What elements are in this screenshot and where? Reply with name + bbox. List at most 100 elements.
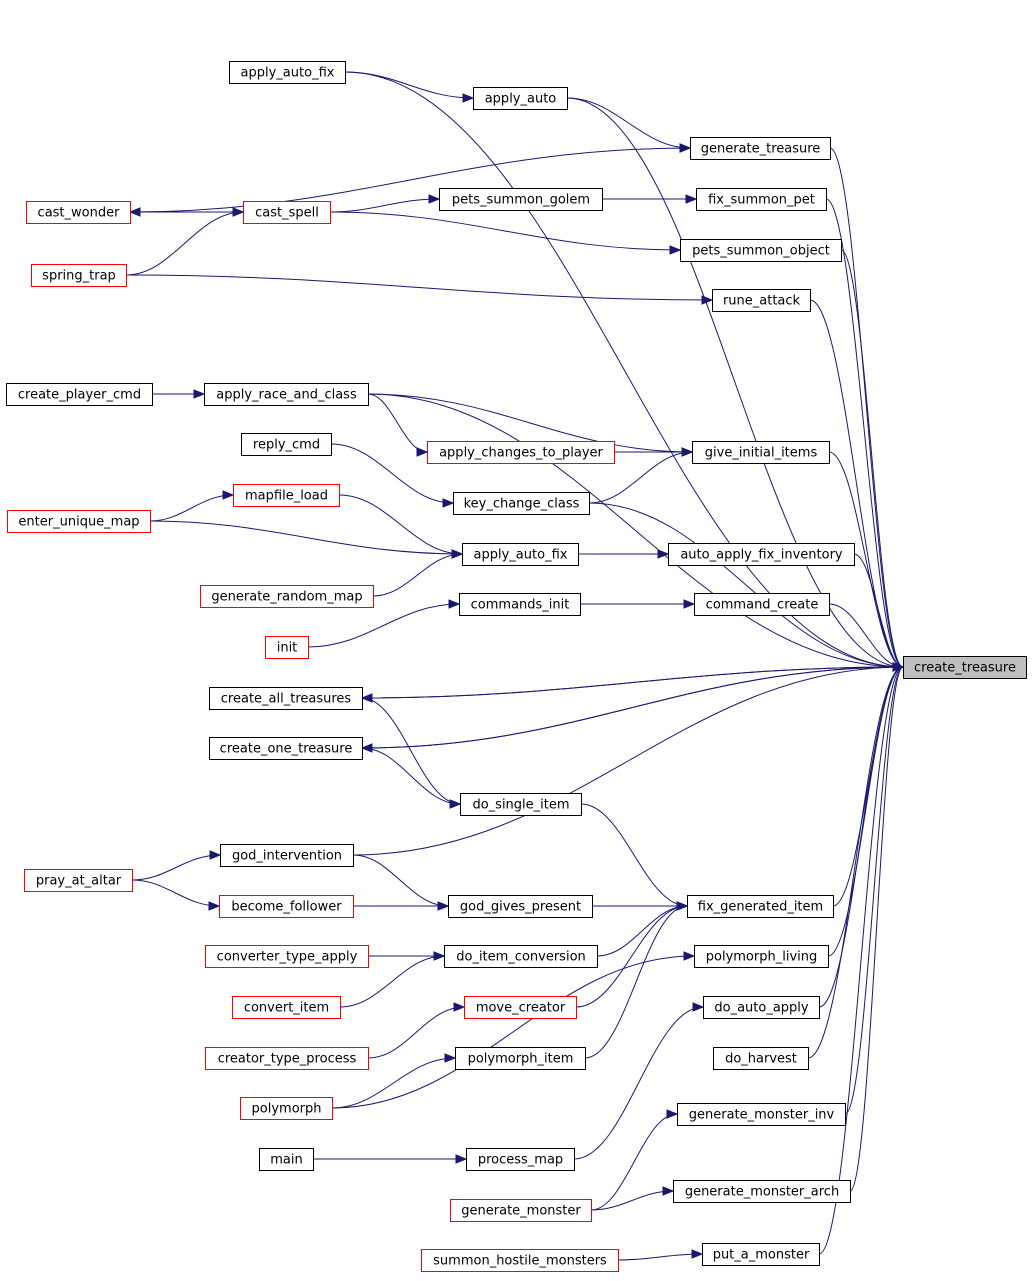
edge-do_single_item-to-fix_generated_item <box>580 803 688 907</box>
node-do_harvest[interactable]: do_harvest <box>713 1047 809 1070</box>
node-rune_attack[interactable]: rune_attack <box>712 289 811 312</box>
node-put_a_monster[interactable]: put_a_monster <box>702 1243 820 1266</box>
edge-god_intervention-to-god_gives_present <box>352 854 449 907</box>
node-move_creator[interactable]: move_creator <box>464 996 577 1019</box>
node-creator_type_process[interactable]: creator_type_process <box>205 1047 369 1070</box>
node-label: generate_monster <box>461 1204 581 1219</box>
node-box <box>209 687 363 710</box>
edge-create_all_treasures-to-do_single_item <box>361 697 461 805</box>
arrowhead-god_gives_present <box>437 901 450 911</box>
node-convert_item[interactable]: convert_item <box>232 996 341 1019</box>
arrowhead-fix_generated_item <box>676 901 689 911</box>
node-generate_monster_inv[interactable]: generate_monster_inv <box>677 1103 846 1126</box>
node-box <box>209 737 363 760</box>
node-label: god_gives_present <box>460 900 581 915</box>
node-enter_unique_map[interactable]: enter_unique_map <box>7 510 151 533</box>
arrowhead-fix_summon_pet <box>685 194 698 204</box>
node-create_player_cmd[interactable]: create_player_cmd <box>6 383 153 406</box>
node-box <box>450 1199 592 1222</box>
node-mapfile_load[interactable]: mapfile_load <box>233 484 340 507</box>
node-apply_race_and_class[interactable]: apply_race_and_class <box>204 383 369 406</box>
node-converter_type_apply[interactable]: converter_type_apply <box>205 945 369 968</box>
edge-give_initial_items-to-create_treasure <box>828 451 904 668</box>
edge-put_a_monster-to-create_treasure <box>818 666 904 1255</box>
edge-process_map-to-do_auto_apply <box>573 1006 704 1160</box>
node-become_follower[interactable]: become_follower <box>219 895 354 918</box>
node-label: do_single_item <box>472 798 569 813</box>
node-pets_summon_object[interactable]: pets_summon_object <box>680 239 842 262</box>
arrowhead-do_single_item <box>449 799 462 809</box>
arrowhead-command_create <box>683 599 696 609</box>
node-label: give_initial_items <box>705 446 818 461</box>
node-label: do_auto_apply <box>714 1001 809 1016</box>
node-god_intervention[interactable]: god_intervention <box>220 844 354 867</box>
edge-init-to-commands_init <box>307 603 460 648</box>
edge-do_auto_apply-to-create_treasure <box>818 666 904 1008</box>
node-label: rune_attack <box>723 294 801 309</box>
node-command_create[interactable]: command_create <box>694 593 830 616</box>
arrowhead-move_creator <box>453 1002 466 1012</box>
edge-pray_at_altar-to-god_intervention <box>131 854 221 881</box>
edge-apply_race_and_class-to-give_initial_items <box>367 393 693 453</box>
node-cast_spell[interactable]: cast_spell <box>243 201 331 224</box>
node-box <box>229 61 346 84</box>
node-fix_summon_pet[interactable]: fix_summon_pet <box>696 188 827 211</box>
node-generate_monster[interactable]: generate_monster <box>450 1199 592 1222</box>
node-fix_generated_item[interactable]: fix_generated_item <box>687 895 834 918</box>
node-label: god_intervention <box>232 849 342 864</box>
node-polymorph_item[interactable]: polymorph_item <box>455 1047 586 1070</box>
node-apply_auto_fix_1[interactable]: apply_auto_fix <box>229 61 346 84</box>
node-box <box>259 1148 314 1171</box>
node-label: fix_summon_pet <box>708 193 815 208</box>
node-apply_auto_fix_2[interactable]: apply_auto_fix <box>462 543 579 566</box>
node-god_gives_present[interactable]: god_gives_present <box>448 895 593 918</box>
node-reply_cmd[interactable]: reply_cmd <box>241 433 332 456</box>
node-create_all_treasures[interactable]: create_all_treasures <box>209 687 363 710</box>
node-give_initial_items[interactable]: give_initial_items <box>692 441 830 464</box>
node-box <box>696 188 827 211</box>
node-polymorph_living[interactable]: polymorph_living <box>694 945 829 968</box>
node-apply_changes_to_player[interactable]: apply_changes_to_player <box>427 441 615 464</box>
node-label: spring_trap <box>42 269 116 284</box>
node-box <box>673 1180 851 1203</box>
node-do_single_item[interactable]: do_single_item <box>460 793 582 816</box>
node-box <box>232 996 341 1019</box>
node-create_one_treasure[interactable]: create_one_treasure <box>209 737 363 760</box>
node-polymorph[interactable]: polymorph <box>240 1097 333 1120</box>
node-label: polymorph_living <box>706 950 817 965</box>
node-auto_apply_fix_inventory[interactable]: auto_apply_fix_inventory <box>668 543 855 566</box>
node-init[interactable]: init <box>265 636 309 659</box>
edge-generate_treasure-to-create_treasure <box>829 147 904 668</box>
node-generate_monster_arch[interactable]: generate_monster_arch <box>673 1180 851 1203</box>
node-box <box>448 895 593 918</box>
edge-polymorph-to-polymorph_item <box>331 1057 456 1109</box>
node-key_change_class[interactable]: key_change_class <box>453 492 590 515</box>
node-spring_trap[interactable]: spring_trap <box>31 264 127 287</box>
arrowhead-polymorph_item <box>444 1053 457 1063</box>
node-summon_hostile_monsters[interactable]: summon_hostile_monsters <box>421 1249 619 1272</box>
node-process_map[interactable]: process_map <box>466 1148 575 1171</box>
node-do_item_conversion[interactable]: do_item_conversion <box>444 945 598 968</box>
node-label: apply_auto_fix <box>474 548 568 563</box>
node-label: do_harvest <box>725 1052 797 1067</box>
node-create_treasure[interactable]: create_treasure <box>903 656 1027 679</box>
node-pray_at_altar[interactable]: pray_at_altar <box>24 869 133 892</box>
edge-apply_auto-to-create_treasure <box>566 97 904 668</box>
node-main[interactable]: main <box>259 1148 314 1171</box>
node-label: generate_monster_arch <box>685 1185 839 1200</box>
node-generate_treasure[interactable]: generate_treasure <box>690 137 831 160</box>
node-label: reply_cmd <box>253 438 320 453</box>
node-apply_auto[interactable]: apply_auto <box>473 87 568 110</box>
node-box <box>453 492 590 515</box>
node-do_auto_apply[interactable]: do_auto_apply <box>703 996 820 1019</box>
arrowhead-do_auto_apply <box>692 1002 705 1012</box>
node-box <box>694 593 830 616</box>
edge-enter_unique_map-to-apply_auto_fix_2 <box>149 520 463 555</box>
edge-generate_monster-to-generate_monster_inv <box>590 1113 678 1211</box>
node-pets_summon_golem[interactable]: pets_summon_golem <box>439 188 603 211</box>
node-label: create_one_treasure <box>220 742 353 757</box>
node-cast_wonder[interactable]: cast_wonder <box>26 201 131 224</box>
node-commands_init[interactable]: commands_init <box>459 593 581 616</box>
node-generate_random_map[interactable]: generate_random_map <box>200 585 374 608</box>
